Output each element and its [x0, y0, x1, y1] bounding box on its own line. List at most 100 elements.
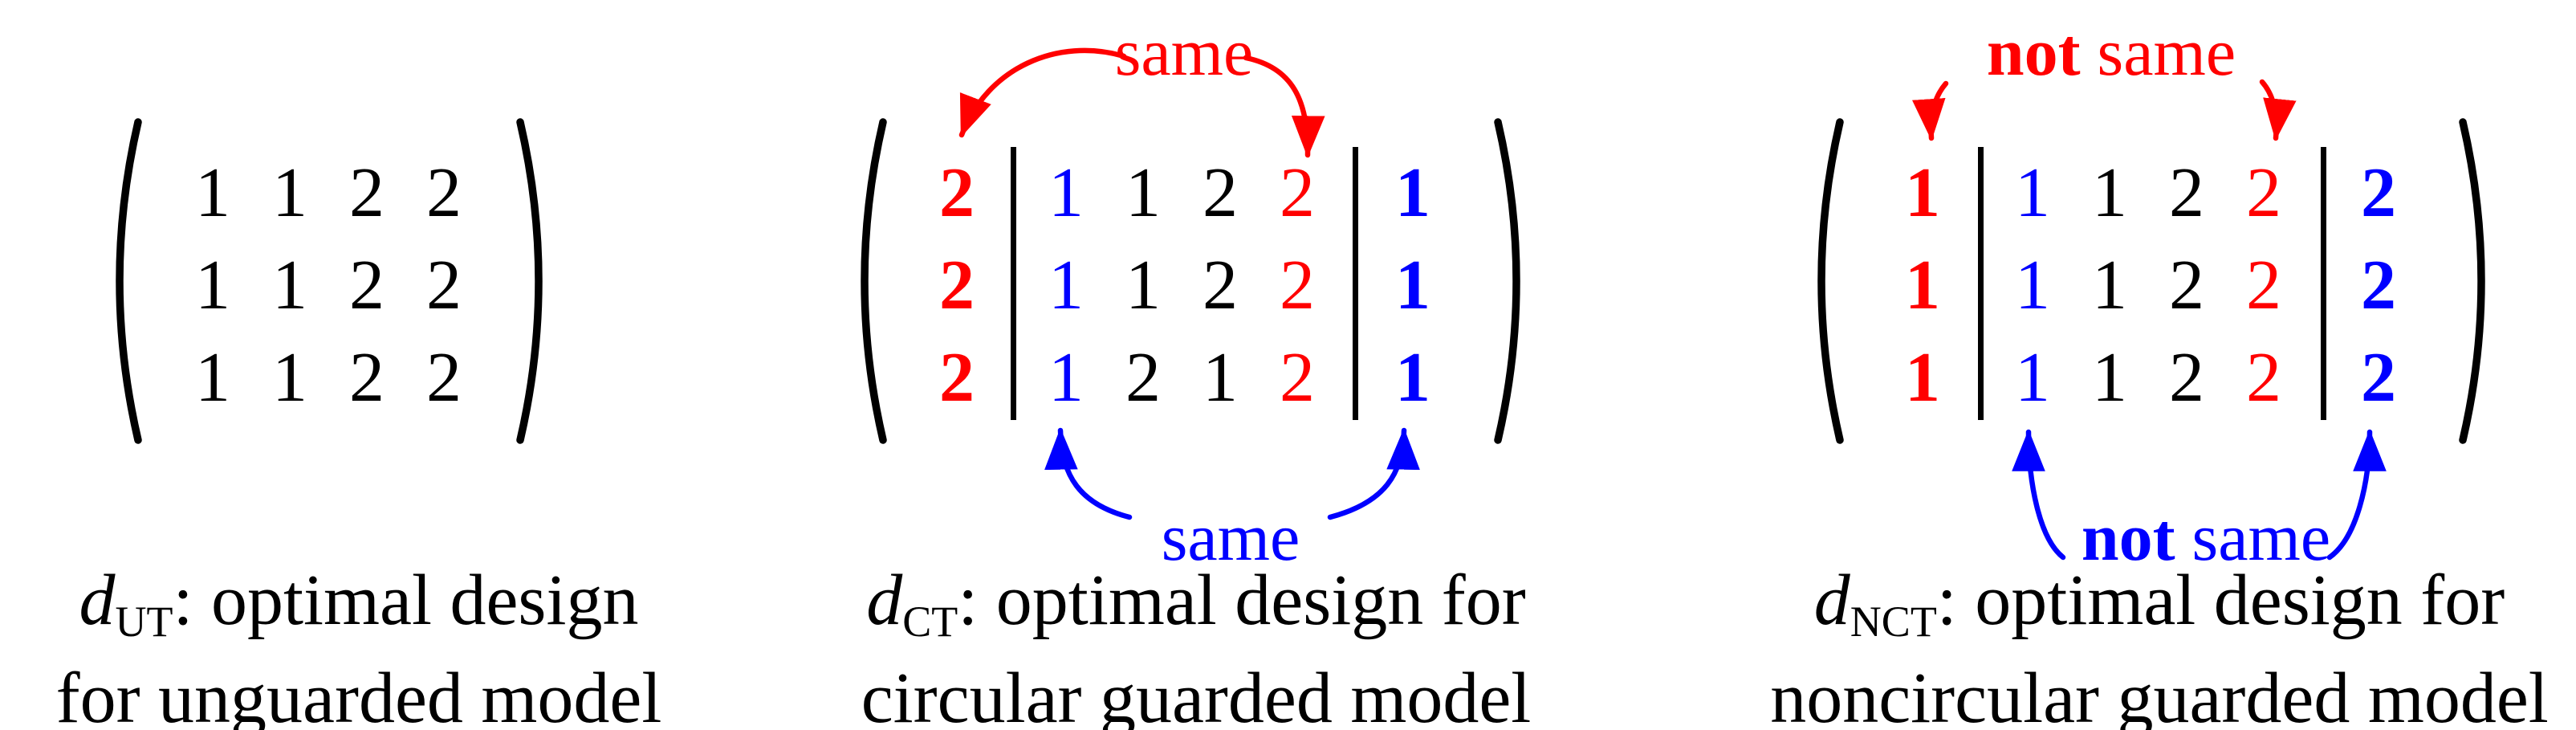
matrix-cell: 1: [2092, 154, 2127, 232]
guard-cell: 1: [1905, 154, 1940, 232]
arrow-notsame-bottom-right-nct: [2326, 429, 2387, 561]
matrix-ct: 1 1 2 2 1 1 2 2 1 2 1 2: [1028, 147, 1336, 424]
caption-ct-line2: circular guarded model: [861, 659, 1532, 730]
right-paren-ct: [1494, 118, 1520, 444]
matrix-cell: 2: [426, 339, 462, 417]
matrix-cell: 2: [2169, 247, 2204, 324]
guard-col-left-nct: 1 1 1: [1890, 147, 1955, 424]
matrix-cell: 2: [349, 154, 385, 232]
math-d-symbol: d: [866, 561, 903, 640]
guard-col-left-ct: 2 2 2: [925, 147, 989, 424]
matrix-cell: 1: [1048, 339, 1084, 417]
arrow-notsame-top-left-nct: [1912, 80, 1949, 141]
matrix-cell: 1: [1125, 154, 1161, 232]
label-bold-part: not: [2081, 500, 2175, 575]
math-d-symbol: d: [79, 561, 116, 640]
matrix-cell: 2: [1280, 154, 1315, 232]
matrix-cell: 2: [1125, 339, 1161, 417]
matrix-cell: 2: [1203, 154, 1238, 232]
matrix-cell: 2: [1280, 247, 1315, 324]
divider-left-nct: [1978, 147, 1984, 420]
matrix-cell: 2: [2169, 154, 2204, 232]
matrix-cell: 1: [2015, 154, 2050, 232]
matrix-cell: 2: [2246, 339, 2281, 417]
caption-ct: dCT: optimal design for circular guarded…: [861, 562, 1532, 730]
matrix-cell: 2: [2246, 154, 2281, 232]
guard-cell: 2: [2361, 339, 2396, 417]
caption-text: : optimal design for: [958, 561, 1526, 640]
arrow-same-bottom-right-ct: [1327, 427, 1420, 520]
matrix-cell: 2: [2246, 247, 2281, 324]
matrix-cell: 1: [1203, 339, 1238, 417]
matrix-cell: 1: [1048, 247, 1084, 324]
matrix-cell: 1: [1125, 247, 1161, 324]
matrix-cell: 2: [1280, 339, 1315, 417]
right-paren-nct: [2459, 118, 2485, 444]
matrix-cell: 2: [349, 339, 385, 417]
math-d-symbol: d: [1813, 561, 1850, 640]
guard-cell: 1: [1395, 247, 1430, 324]
matrix-cell: 1: [1048, 154, 1084, 232]
math-d-subscript: NCT: [1850, 597, 1937, 646]
caption-nct-line1: dNCT: optimal design for: [1770, 562, 2549, 660]
arrow-notsame-top-right-nct: [2259, 79, 2297, 141]
guard-cell: 2: [939, 339, 975, 417]
matrix-cell: 1: [195, 247, 230, 324]
matrix-cell: 1: [2015, 339, 2050, 417]
caption-text: : optimal design: [173, 561, 639, 640]
label-rest-part: same: [2175, 500, 2331, 575]
math-d-subscript: CT: [902, 597, 958, 646]
caption-ut-line2: for unguarded model: [55, 659, 662, 730]
divider-right-nct: [2321, 147, 2326, 420]
guard-cell: 1: [1905, 339, 1940, 417]
divider-left-ct: [1011, 147, 1016, 420]
caption-text: : optimal design for: [1936, 561, 2505, 640]
matrix-ut: 1 1 2 2 1 1 2 2 1 1 2 2: [174, 147, 482, 424]
matrix-cell: 1: [2092, 339, 2127, 417]
caption-nct-line2: noncircular guarded model: [1770, 659, 2549, 730]
matrix-nct: 1 1 2 2 1 1 2 2 1 1 2 2: [1994, 147, 2302, 424]
matrix-cell: 2: [426, 154, 462, 232]
label-same-top: same: [1115, 19, 1254, 87]
matrix-cell: 2: [2169, 339, 2204, 417]
label-rest-part: same: [1161, 500, 1300, 575]
math-d-subscript: UT: [115, 597, 173, 646]
guard-cell: 2: [2361, 154, 2396, 232]
guard-cell: 2: [2361, 247, 2396, 324]
label-notsame-top: not same: [1987, 19, 2236, 87]
caption-ct-line1: dCT: optimal design for: [861, 562, 1532, 660]
guard-col-right-ct: 1 1 1: [1381, 147, 1445, 424]
matrix-cell: 1: [2092, 247, 2127, 324]
matrix-cell: 2: [349, 247, 385, 324]
left-paren-ut: [116, 118, 142, 444]
right-paren-ut: [516, 118, 543, 444]
matrix-cell: 1: [272, 247, 307, 324]
guard-cell: 1: [1395, 154, 1430, 232]
matrix-cell: 2: [1203, 247, 1238, 324]
caption-ut-line1: dUT: optimal design: [56, 562, 662, 660]
matrix-cell: 1: [195, 154, 230, 232]
guard-col-right-nct: 2 2 2: [2346, 147, 2411, 424]
caption-ut: dUT: optimal design for unguarded model: [56, 562, 662, 730]
matrix-cell: 1: [272, 339, 307, 417]
guard-cell: 2: [939, 247, 975, 324]
divider-right-ct: [1353, 147, 1358, 420]
left-paren-ct: [861, 118, 887, 444]
matrix-cell: 1: [2015, 247, 2050, 324]
label-rest-part: same: [2080, 15, 2236, 90]
guard-cell: 1: [1905, 247, 1940, 324]
guard-cell: 2: [939, 154, 975, 232]
matrix-cell: 1: [272, 154, 307, 232]
matrix-cell: 1: [195, 339, 230, 417]
label-bold-part: not: [1986, 15, 2081, 90]
guard-cell: 1: [1395, 339, 1430, 417]
arrow-same-top-left-ct: [958, 47, 1127, 138]
caption-nct: dNCT: optimal design for noncircular gua…: [1770, 562, 2549, 730]
matrix-cell: 2: [426, 247, 462, 324]
left-paren-nct: [1817, 118, 1844, 444]
label-same-bottom: same: [1162, 504, 1300, 572]
arrow-same-top-right-ct: [1243, 55, 1325, 158]
label-notsame-bottom: not same: [2082, 504, 2330, 572]
arrow-notsame-bottom-left-nct: [2012, 429, 2066, 561]
